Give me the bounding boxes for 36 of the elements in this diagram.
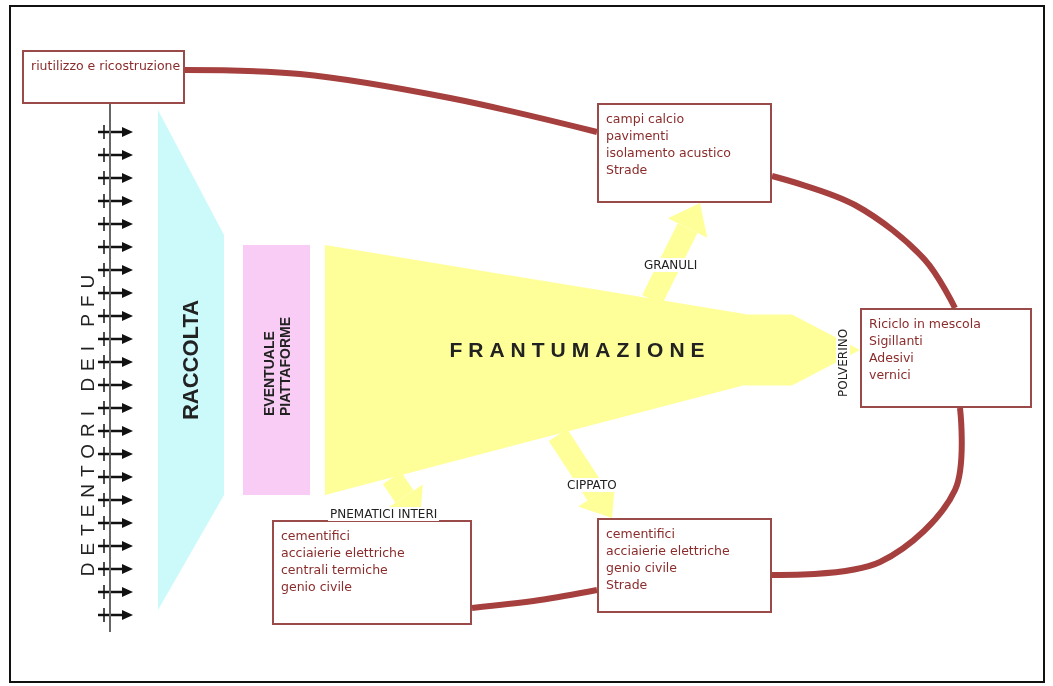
item-text: Strade — [606, 161, 649, 178]
edge-label: GRANULI — [642, 258, 700, 272]
shape-label: EVENTUALE PIATTAFORME — [260, 315, 293, 416]
item-text: pavimenti — [606, 127, 670, 144]
text-box — [860, 308, 1032, 408]
edge-label: CIPPATO — [565, 478, 619, 492]
item-text: genio civile — [606, 559, 679, 576]
text-box — [22, 50, 185, 104]
text-box — [272, 520, 472, 625]
vertical-label: DETENTORI DEI PFU — [77, 267, 99, 577]
item-text: Adesivi — [869, 349, 915, 366]
text-box — [597, 518, 772, 613]
edge-label: POLVERINO — [836, 327, 850, 398]
item-text: genio civile — [281, 578, 354, 595]
item-text: acciaierie elettriche — [606, 542, 731, 559]
arrow — [548, 429, 616, 518]
item-text: isolamento acustico — [606, 144, 732, 161]
item-text: Strade — [606, 576, 649, 593]
connector-line — [109, 103, 111, 633]
edge-label: PNEMATICI INTERI — [328, 507, 440, 521]
item-text: centrali termiche — [281, 561, 389, 578]
shape-label: RACCOLTA — [178, 299, 204, 421]
connector-line — [771, 173, 958, 310]
item-text: campi calcio — [606, 110, 686, 127]
item-text: cementifici — [606, 525, 676, 542]
shape-label: FRANTUMAZIONE — [449, 337, 711, 363]
item-text: acciaierie elettriche — [281, 544, 406, 561]
connector-line — [185, 67, 598, 135]
item-text: Sigillanti — [869, 332, 924, 349]
arrow — [745, 314, 860, 386]
item-text: cementifici — [281, 527, 351, 544]
text-box — [597, 103, 772, 203]
connector-line — [771, 407, 965, 579]
item-text: Riciclo in mescola — [869, 315, 982, 332]
item-text: vernici — [869, 366, 912, 383]
connector-line — [471, 587, 598, 611]
